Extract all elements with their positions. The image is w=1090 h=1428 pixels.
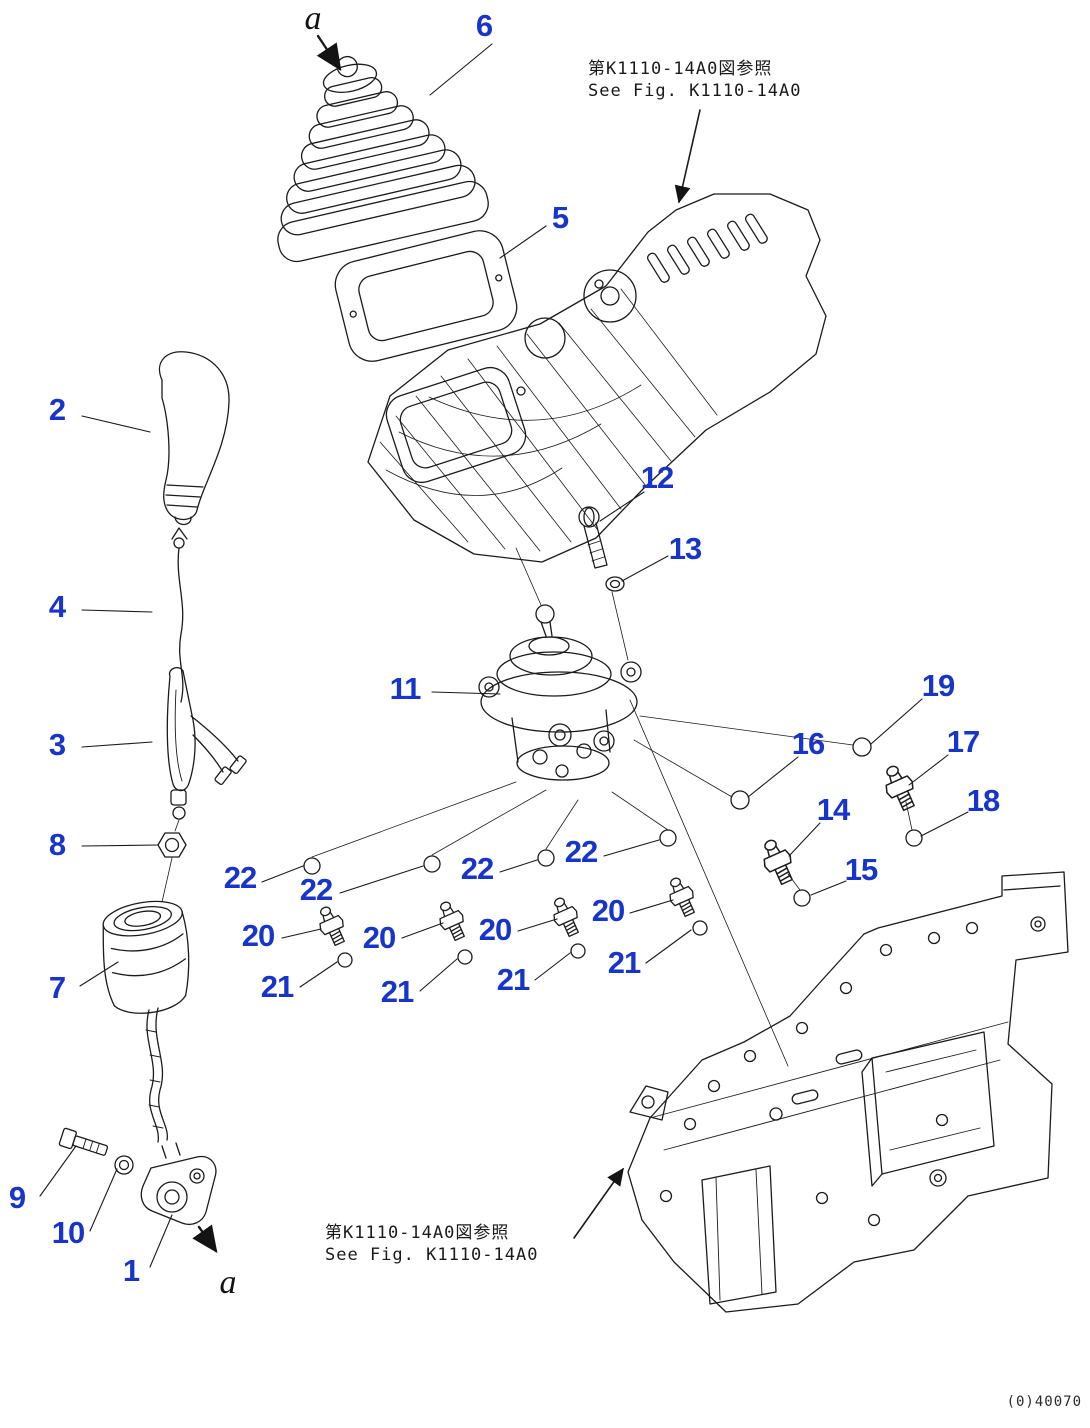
o-rings xyxy=(303,737,923,968)
top-reference-note: 第K1110-14A0図参照 See Fig. K1110-14A0 xyxy=(588,58,801,102)
part-1-valve-body xyxy=(140,1142,217,1226)
part-callout-3: 3 xyxy=(48,727,66,762)
part-20-nipple-4 xyxy=(662,873,702,920)
part-callout-16: 16 xyxy=(791,726,825,761)
part-21-oring-1 xyxy=(337,952,353,968)
bottom-reference-note: 第K1110-14A0図参照 See Fig. K1110-14A0 xyxy=(325,1222,538,1266)
part-callout-22-4: 22 xyxy=(564,834,598,869)
part-callout-15: 15 xyxy=(844,852,878,887)
part-callout-20: 20 xyxy=(241,918,275,953)
part-callout-20-3: 20 xyxy=(478,912,512,947)
console-cover xyxy=(367,193,827,563)
part-callout-4: 4 xyxy=(48,589,66,624)
view-a-arrow-top xyxy=(316,34,342,71)
part-16-oring xyxy=(730,790,750,810)
part-11-pilot-valve xyxy=(478,604,642,781)
part-18-oring xyxy=(905,829,923,847)
reference-arrows xyxy=(192,34,701,1253)
part-7-dust-boot xyxy=(102,900,190,1014)
console-vent-slots xyxy=(646,213,768,283)
bottom-reference-note-jp: 第K1110-14A0図参照 xyxy=(325,1223,510,1243)
part-22-oring-2 xyxy=(423,855,441,873)
part-callout-11: 11 xyxy=(389,671,422,706)
part-callout-1: 1 xyxy=(122,1253,140,1288)
part-20-nipple-2 xyxy=(432,897,472,944)
part-22-oring-3 xyxy=(537,849,555,867)
part-22-oring-1 xyxy=(303,857,321,875)
part-20-nipple-1 xyxy=(312,902,352,949)
top-reference-note-jp: 第K1110-14A0図参照 xyxy=(588,59,773,79)
bottom-reference-arrow xyxy=(573,1167,624,1239)
part-callout-19: 19 xyxy=(921,668,955,703)
part-17-fitting xyxy=(877,760,923,815)
part-10-washer xyxy=(114,1155,134,1175)
part-callout-21-3: 21 xyxy=(496,962,530,997)
part-callout-7: 7 xyxy=(48,970,66,1005)
part-callout-20-4: 20 xyxy=(591,893,625,928)
part-callout-17: 17 xyxy=(946,724,980,759)
part-callout-18: 18 xyxy=(966,783,1000,818)
part-callout-21: 21 xyxy=(260,969,294,1004)
part-12-bolt xyxy=(578,506,608,569)
mounting-bracket xyxy=(627,871,1069,1313)
part-21-oring-4 xyxy=(692,920,708,936)
part-callout-21-4: 21 xyxy=(607,945,641,980)
part-15-oring xyxy=(793,889,811,907)
part-callout-13: 13 xyxy=(668,531,702,566)
part-5-plate xyxy=(334,230,518,362)
part-callout-6: 6 xyxy=(475,8,493,43)
part-callout-22-3: 22 xyxy=(460,851,494,886)
part-callout-12: 12 xyxy=(640,460,674,495)
view-arrow-label-1: a xyxy=(304,0,322,37)
part-callout-10: 10 xyxy=(51,1215,85,1250)
construction-lines xyxy=(161,547,913,1067)
part-21-oring-3 xyxy=(570,943,586,959)
top-reference-note-en: See Fig. K1110-14A0 xyxy=(588,81,802,101)
part-callout-22: 22 xyxy=(223,860,257,895)
part-callout-8: 8 xyxy=(48,827,66,862)
part-callout-9: 9 xyxy=(8,1180,26,1215)
part-callout-20-2: 20 xyxy=(362,920,396,955)
part-callout-5: 5 xyxy=(551,200,569,235)
bottom-reference-note-en: See Fig. K1110-14A0 xyxy=(325,1245,539,1265)
part-21-oring-2 xyxy=(457,949,473,965)
part-callout-14: 14 xyxy=(816,792,850,827)
part-13-nut xyxy=(605,576,625,592)
part-3-lever-shaft xyxy=(166,667,247,820)
part-14-fitting xyxy=(755,834,801,889)
part-9-bolt xyxy=(58,1127,109,1156)
top-reference-arrow xyxy=(674,109,701,204)
part-2-lever-grip xyxy=(158,351,230,526)
control-hose xyxy=(145,1007,168,1143)
part-20-nipple-3 xyxy=(546,893,586,940)
part-callout-21-2: 21 xyxy=(380,974,414,1009)
part-8-nut xyxy=(157,832,187,858)
view-arrow-label-2: a xyxy=(219,1264,237,1301)
part-callout-22-2: 22 xyxy=(299,872,333,907)
part-19-oring xyxy=(852,737,872,757)
drawing-number: (0)40070 xyxy=(1006,1394,1082,1410)
part-22-oring-4 xyxy=(659,829,677,847)
callout-leader-lines xyxy=(39,43,969,1268)
part-callout-2: 2 xyxy=(48,392,66,427)
part-6-rubber-boot xyxy=(277,55,489,263)
part-4-harness-wire xyxy=(171,527,188,703)
view-a-arrow-bottom xyxy=(192,1224,218,1253)
